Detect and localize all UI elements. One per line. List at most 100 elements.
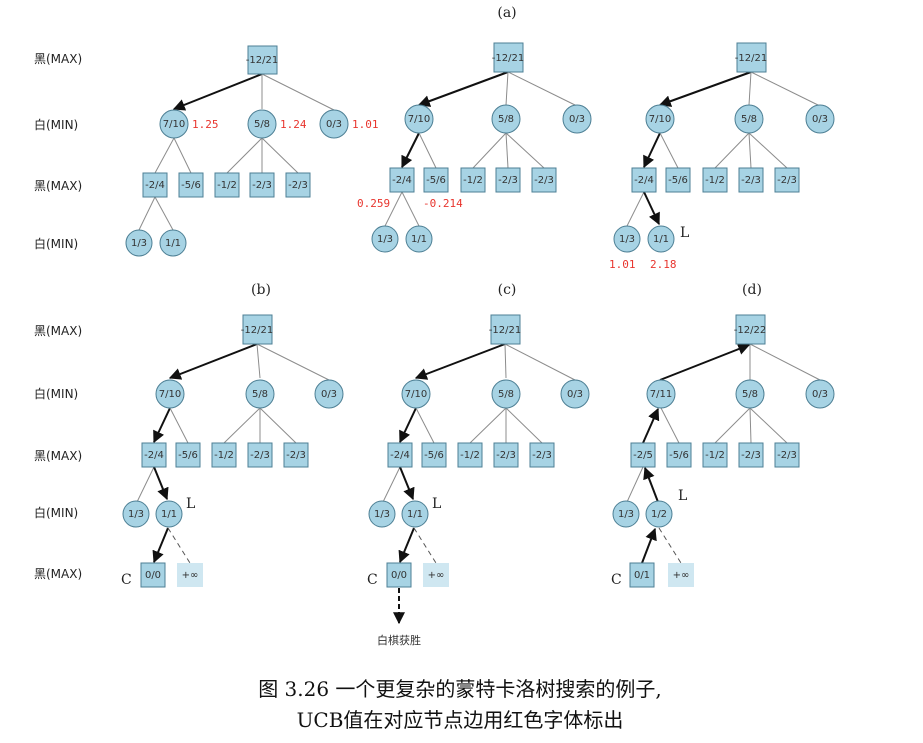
node-label: 7/10 bbox=[649, 114, 671, 125]
edge bbox=[136, 466, 155, 503]
tree-node-min bbox=[734, 104, 764, 134]
edge bbox=[398, 527, 415, 564]
edge bbox=[173, 137, 192, 174]
tree-node-max bbox=[735, 314, 766, 345]
tree-node-min bbox=[645, 500, 673, 528]
edge bbox=[154, 196, 174, 231]
edge bbox=[626, 191, 645, 227]
tree-node-max bbox=[702, 167, 728, 193]
tree-node-max bbox=[457, 442, 483, 468]
level-label-black-max: 黑(MAX) bbox=[34, 567, 82, 581]
level-label-white-min: 白(MIN) bbox=[34, 117, 78, 132]
tree-node-max bbox=[249, 172, 275, 198]
edge bbox=[748, 71, 752, 106]
edge bbox=[399, 407, 417, 444]
node-label: 0/0 bbox=[145, 570, 161, 581]
level-label-white-min: 白(MIN) bbox=[34, 505, 78, 520]
edge bbox=[749, 407, 752, 444]
edge bbox=[748, 132, 752, 169]
tree-node-max bbox=[666, 442, 692, 468]
tree-node-min bbox=[404, 104, 434, 134]
tree-node-max bbox=[141, 442, 167, 468]
tree-node-min bbox=[491, 379, 521, 409]
edge bbox=[401, 191, 420, 227]
tree-node-max bbox=[631, 167, 657, 193]
tree-node-min bbox=[159, 229, 187, 257]
tree-node-min bbox=[155, 500, 183, 528]
node-label: -2/5 bbox=[633, 450, 653, 461]
edge bbox=[505, 407, 543, 444]
tree-node-min bbox=[562, 104, 592, 134]
node-label: 5/8 bbox=[741, 114, 757, 125]
edge bbox=[714, 407, 751, 444]
figure-caption-line-1: 图 3.26 一个更复杂的蒙特卡洛树搜索的例子, bbox=[258, 677, 662, 701]
edge bbox=[167, 527, 191, 564]
edge bbox=[223, 407, 261, 444]
edge bbox=[642, 407, 660, 444]
leaf-marker-c: C bbox=[121, 572, 132, 588]
node-label: 1/2 bbox=[651, 509, 667, 520]
tree-node-max bbox=[495, 167, 521, 193]
edge bbox=[659, 132, 679, 169]
node-label: -5/6 bbox=[668, 175, 688, 186]
edge bbox=[505, 132, 545, 169]
tree-1: -12/21 7/10 5/8 0/3 -2/4 -5/6 -1/2 -2/3 … bbox=[125, 45, 379, 257]
node-label: -5/6 bbox=[424, 450, 444, 461]
edge bbox=[261, 73, 335, 111]
tree-node-max bbox=[423, 167, 449, 193]
node-label: 7/11 bbox=[650, 389, 672, 400]
edge bbox=[259, 407, 297, 444]
node-label: 0/3 bbox=[326, 119, 342, 130]
edge bbox=[626, 466, 644, 503]
node-label: -2/3 bbox=[741, 175, 761, 186]
node-label: 0/3 bbox=[812, 114, 828, 125]
tree-node-max bbox=[386, 562, 412, 588]
tree-node-min bbox=[368, 500, 396, 528]
edge bbox=[382, 466, 401, 503]
tree-node-max bbox=[738, 442, 764, 468]
edge bbox=[384, 191, 403, 227]
edge bbox=[153, 407, 171, 444]
tree-node-min bbox=[647, 225, 675, 253]
node-label: -2/3 bbox=[534, 175, 554, 186]
edge bbox=[152, 527, 169, 564]
node-label: -2/3 bbox=[777, 175, 797, 186]
node-label: -5/6 bbox=[178, 450, 198, 461]
edge bbox=[138, 196, 156, 231]
node-label: -1/2 bbox=[460, 450, 480, 461]
edge bbox=[418, 132, 437, 169]
tree-node-max bbox=[421, 442, 447, 468]
edge bbox=[415, 407, 435, 444]
edge bbox=[749, 343, 821, 381]
panel-label-a: (a) bbox=[497, 5, 516, 21]
node-label: 7/10 bbox=[163, 119, 185, 130]
edge bbox=[643, 132, 661, 169]
edge bbox=[401, 132, 420, 169]
node-label: -2/3 bbox=[498, 175, 518, 186]
tree-node-max bbox=[283, 442, 309, 468]
node-label: -5/6 bbox=[181, 180, 201, 191]
node-label: 5/8 bbox=[254, 119, 270, 130]
ucb-value: 1.25 bbox=[192, 118, 219, 131]
node-label: -2/3 bbox=[777, 450, 797, 461]
tree-node-min bbox=[645, 104, 675, 134]
node-label: -12/21 bbox=[241, 325, 273, 336]
ucb-value: 1.01 bbox=[609, 258, 636, 271]
tree-node-min bbox=[155, 379, 185, 409]
tree-d: -12/22 7/11 5/8 0/3 -2/5 -5/6 -1/2 -2/3 … bbox=[611, 314, 835, 588]
edge bbox=[168, 343, 258, 380]
tree-node-max bbox=[493, 42, 524, 73]
edge bbox=[256, 343, 261, 379]
tree-node-min bbox=[245, 379, 275, 409]
edge bbox=[261, 137, 299, 174]
edge bbox=[256, 343, 330, 381]
level-label-black-max: 黑(MAX) bbox=[34, 324, 82, 338]
tree-node-max bbox=[629, 562, 655, 588]
edge bbox=[472, 132, 507, 169]
tree-node-unexpanded bbox=[423, 563, 449, 587]
panel-label-b: (b) bbox=[251, 282, 271, 298]
tree-node-min bbox=[319, 109, 349, 139]
tree-node-min bbox=[613, 225, 641, 253]
tree-node-min bbox=[159, 109, 189, 139]
